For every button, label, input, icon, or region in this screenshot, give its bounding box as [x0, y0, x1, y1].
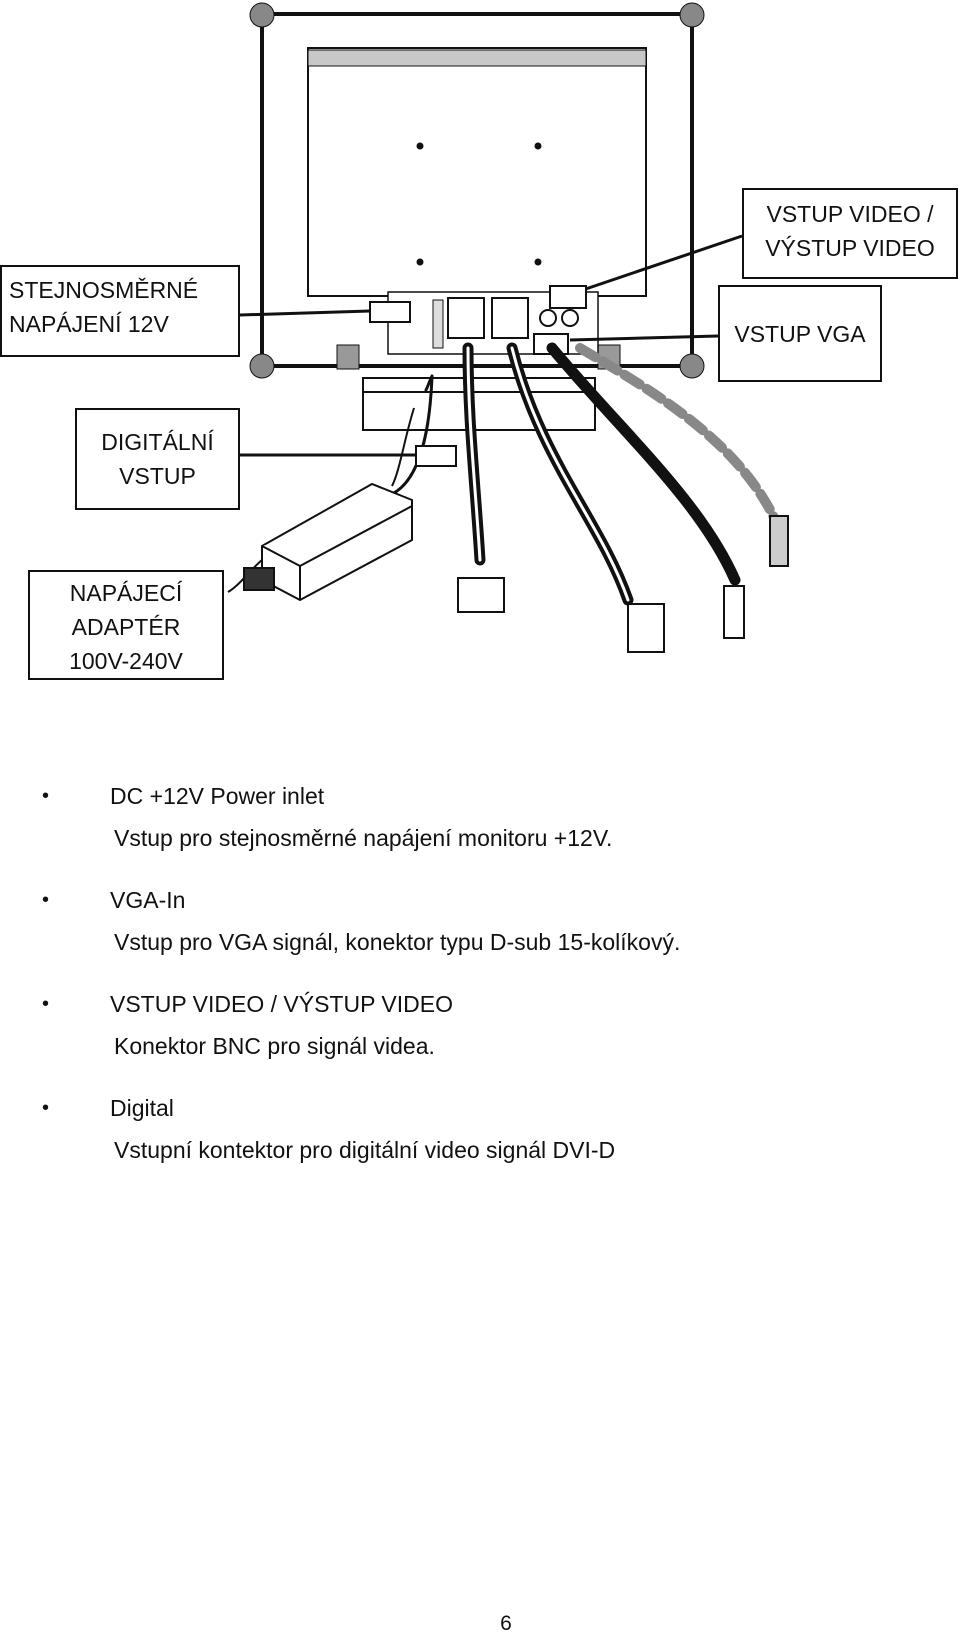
callout-line: VSTUP [119, 463, 196, 489]
connector-description-list: • DC +12V Power inlet Vstup pro stejnosm… [0, 775, 960, 1191]
callout-line: VSTUP VGA [734, 321, 866, 347]
callout-vga-input: VSTUP VGA [718, 285, 882, 382]
item-description: Vstup pro VGA signál, konektor typu D-su… [114, 929, 681, 955]
callout-line: NAPÁJENÍ 12V [9, 311, 169, 337]
item-title: Digital [110, 1095, 174, 1121]
callout-video-io: VSTUP VIDEO / VÝSTUP VIDEO [742, 188, 958, 279]
callout-line: NAPÁJECÍ [69, 580, 183, 606]
bullet-icon: • [42, 993, 50, 1015]
bnc-plug-gray [769, 515, 789, 567]
dvi-plug [457, 577, 505, 613]
bullet-icon: • [42, 785, 50, 807]
item-title: VSTUP VIDEO / VÝSTUP VIDEO [110, 991, 453, 1017]
cables [424, 342, 783, 606]
connection-diagram [227, 2, 789, 653]
callout-line: ADAPTÉR [71, 614, 181, 640]
callout-digital-input: DIGITÁLNÍ VSTUP [75, 408, 240, 510]
callout-line: 100V-240V [69, 648, 183, 674]
list-item: • VSTUP VIDEO / VÝSTUP VIDEO Konektor BN… [0, 983, 960, 1067]
callout-line: VSTUP VIDEO / [766, 201, 934, 227]
callout-line: VÝSTUP VIDEO [765, 235, 935, 261]
item-description: Vstupní kontektor pro digitální video si… [114, 1137, 616, 1163]
cable-plugs [457, 515, 789, 653]
callout-line: DIGITÁLNÍ [101, 429, 214, 455]
monitor-back-panel [249, 2, 705, 431]
bullet-icon: • [42, 1097, 50, 1119]
callout-power-adapter: NAPÁJECÍ ADAPTÉR 100V-240V [28, 570, 224, 680]
item-description: Vstup pro stejnosměrné napájení monitoru… [114, 825, 613, 851]
page-number: 6 [500, 1612, 512, 1635]
list-item: • Digital Vstupní kontektor pro digitáln… [0, 1087, 960, 1171]
item-title: VGA-In [110, 887, 186, 913]
item-description: Konektor BNC pro signál videa. [114, 1033, 435, 1059]
list-item: • VGA-In Vstup pro VGA signál, konektor … [0, 879, 960, 963]
bnc-plug [723, 585, 745, 639]
callout-line: STEJNOSMĚRNÉ [9, 277, 199, 303]
item-title: DC +12V Power inlet [110, 783, 325, 809]
list-item: • DC +12V Power inlet Vstup pro stejnosm… [0, 775, 960, 859]
bullet-icon: • [42, 889, 50, 911]
callout-dc-power: STEJNOSMĚRNÉ NAPÁJENÍ 12V [0, 265, 240, 357]
power-adapter [227, 407, 415, 602]
vga-plug [627, 603, 665, 653]
